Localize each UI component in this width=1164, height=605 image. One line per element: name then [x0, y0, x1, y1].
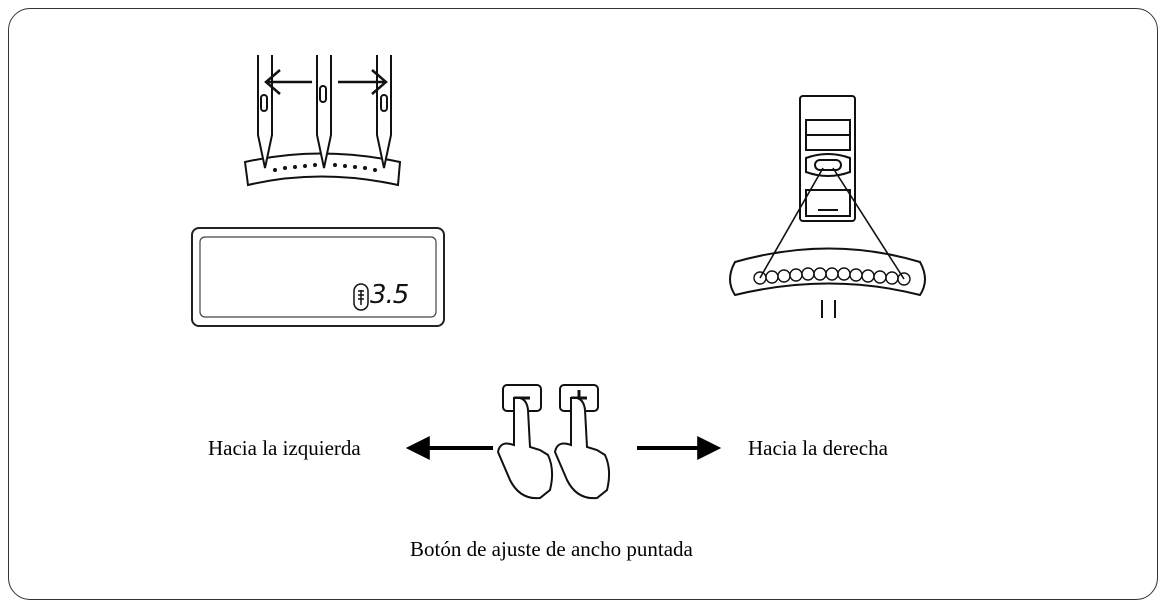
- left-direction-label: Hacia la izquierda: [208, 436, 361, 460]
- hand-left-icon: [496, 397, 554, 500]
- right-direction-label: Hacia la derecha: [748, 436, 888, 460]
- stitch-width-value: 3.5: [370, 280, 409, 310]
- lcd-display: [191, 227, 445, 327]
- hand-right-icon: [553, 397, 611, 500]
- diagram-frame: [8, 8, 1158, 600]
- caption: Botón de ajuste de ancho puntada: [410, 537, 693, 561]
- needle-swing-illustration: [243, 55, 402, 187]
- presser-foot-illustration: [729, 95, 926, 318]
- stitch-width-icon: [353, 283, 369, 311]
